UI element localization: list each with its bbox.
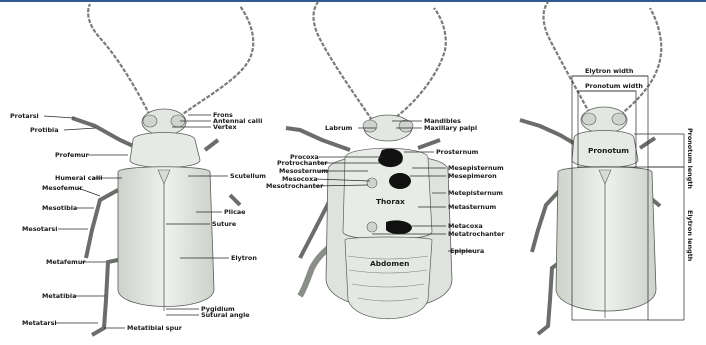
label-protrochanter: Protrochanter (277, 159, 328, 167)
left-foreleg (72, 118, 142, 150)
label-prosternum: Prosternum (436, 148, 479, 156)
left-midleg (86, 190, 118, 258)
right-antenna (175, 6, 253, 120)
label-mesofemur: Mesofemur (42, 184, 83, 192)
label-pronotum: Pronotum (588, 146, 629, 155)
label-metacoxa: Metacoxa (448, 222, 483, 230)
procoxa-patch (378, 149, 403, 167)
ventral-left-antenna (314, 2, 373, 120)
label-profemur: Profemur (55, 151, 90, 159)
dorsal-pronotum (130, 133, 200, 168)
dorsal-left-eye (143, 115, 157, 127)
measure-elytra (556, 167, 656, 311)
label-mesosternum: Mesosternum (279, 167, 328, 175)
label-metafemur: Metafemur (46, 258, 86, 266)
label-epipleura: Epipleura (450, 247, 484, 255)
label-metatrochanter: Metatrochanter (448, 230, 505, 238)
right-midleg (230, 195, 240, 205)
measurement-view: Elytron width Pronotum width Pronotum Pr… (520, 2, 694, 334)
label-protarsi: Protarsi (10, 112, 39, 120)
label-mesotrochanter: Mesotrochanter (266, 182, 324, 190)
label-metepisternum: Metepisternum (448, 189, 503, 197)
label-scutellum: Scutellum (230, 172, 266, 180)
label-metatibia: Metatibia (42, 292, 76, 300)
label-plicae: Plicae (224, 208, 246, 216)
leader-line (44, 116, 74, 118)
left-antenna (88, 4, 152, 120)
label-mesotibia: Mesotibia (42, 204, 77, 212)
label-thorax: Thorax (376, 197, 405, 206)
label-sutural-angle: Sutural angle (201, 311, 250, 319)
ventral-right-antenna (392, 8, 446, 120)
left-hindleg (92, 260, 118, 335)
label-mesepimeron: Mesepimeron (448, 172, 497, 180)
label-labrum: Labrum (325, 124, 353, 132)
label-elytron-length: Elytron length (686, 210, 694, 262)
dorsal-elytra (118, 167, 214, 307)
label-pronotum-width: Pronotum width (585, 82, 643, 90)
label-suture: Suture (212, 220, 237, 228)
label-metatarsi: Metatarsi (22, 319, 57, 327)
mesocoxa-patch (389, 173, 411, 189)
leader-line (64, 128, 96, 130)
label-maxillary-palpi: Maxillary palpi (424, 124, 477, 132)
label-vertex: Vertex (213, 123, 237, 131)
label-metasternum: Metasternum (448, 203, 497, 211)
label-protibia: Protibia (30, 126, 59, 134)
label-mesepisternum: Mesepisternum (448, 164, 504, 172)
label-elytron-width: Elytron width (585, 67, 634, 75)
label-elytron: Elytron (231, 254, 257, 262)
label-abdomen: Abdomen (370, 259, 409, 268)
label-mesotarsi: Mesotarsi (22, 225, 57, 233)
label-metatibial-spur: Metatibial spur (127, 324, 183, 332)
ventral-view: Labrum Mandibles Maxillary palpi Proster… (266, 2, 505, 319)
dorsal-view: Frons Antennal calli Vertex Protarsi Pro… (10, 4, 266, 335)
ventral-abdomen (345, 237, 432, 319)
ventral-right-foreleg (418, 140, 440, 148)
label-pronotum-length: Pronotum length (686, 128, 694, 189)
label-humeral-calli: Humeral calli (55, 174, 102, 182)
right-foreleg (205, 140, 218, 150)
